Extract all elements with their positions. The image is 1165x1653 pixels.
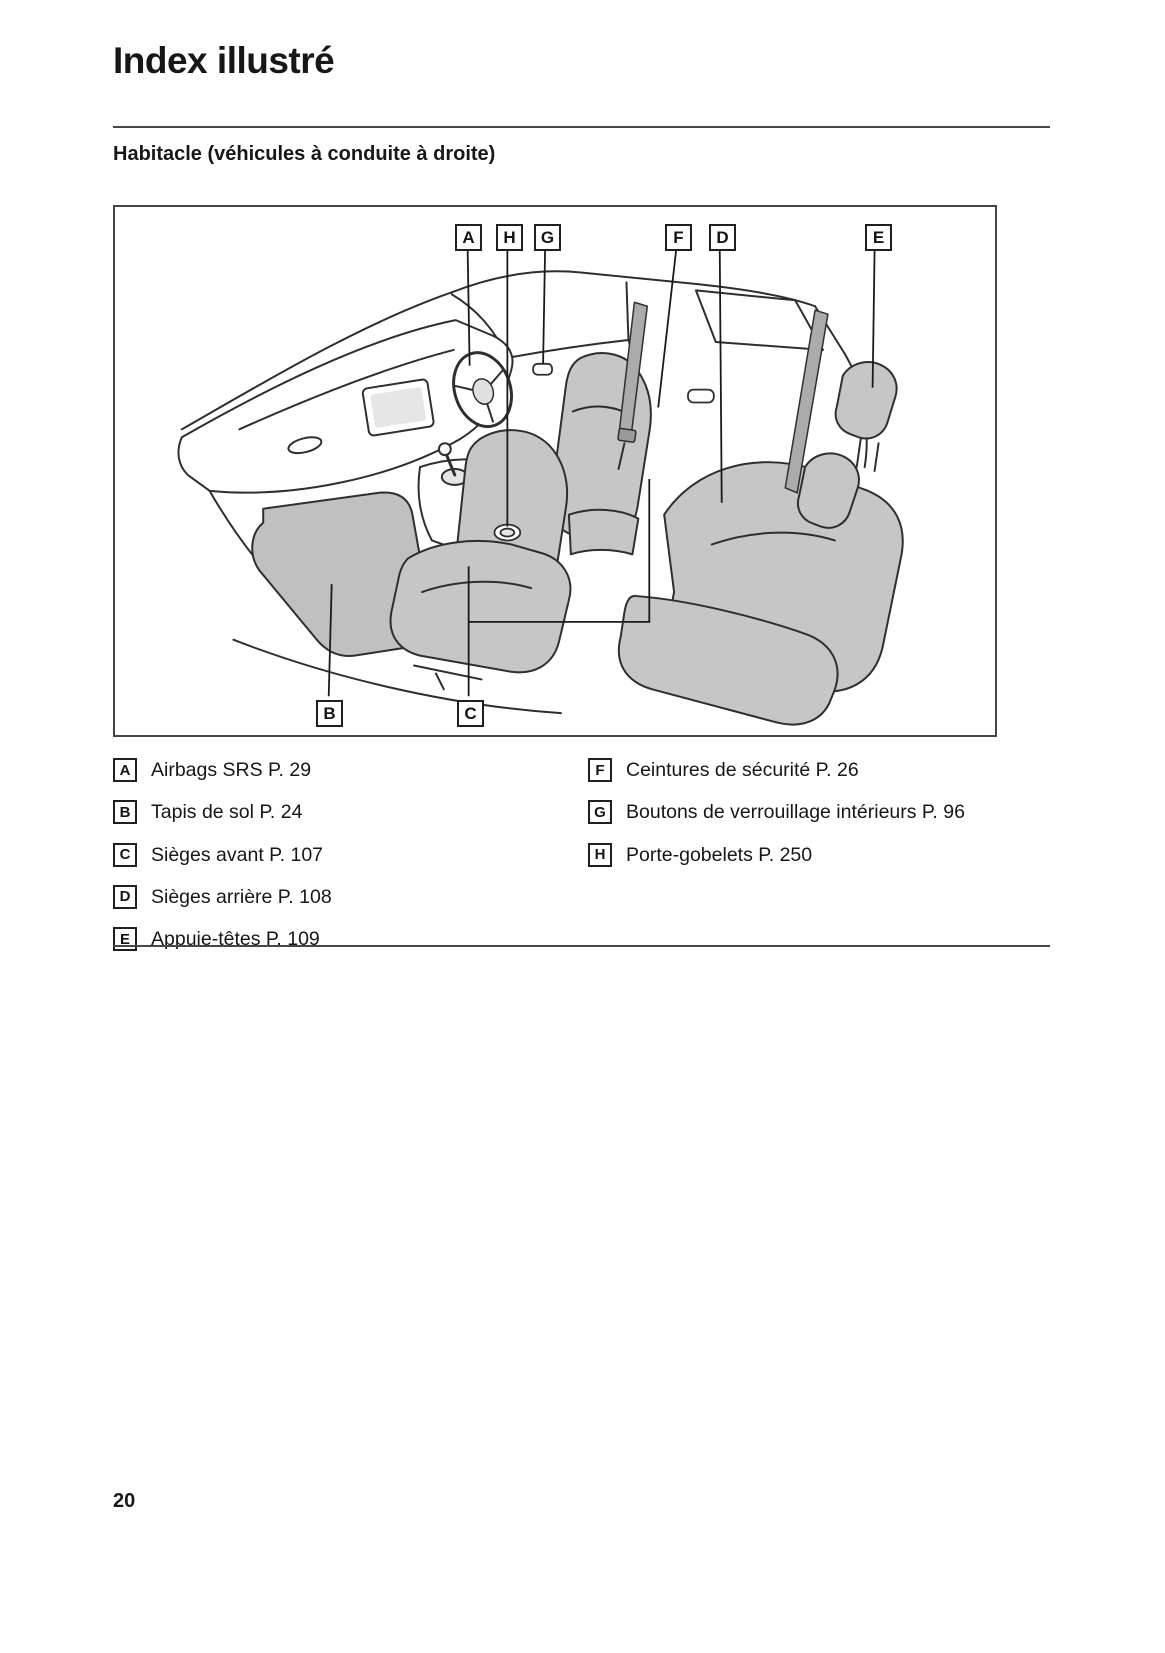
legend-item-headrests: E Appuie-têtes P. 109	[113, 926, 588, 953]
bottom-divider	[113, 945, 1050, 947]
floor-mat	[251, 491, 432, 657]
callout-cupholders: H	[496, 224, 523, 251]
car-interior-illustration	[177, 250, 904, 726]
legend-key: F	[588, 758, 612, 782]
legend-item-cupholders: H Porte-gobelets P. 250	[588, 842, 1050, 869]
legend-label: Sièges arrière P. 108	[151, 885, 332, 908]
steering-wheel	[452, 351, 513, 428]
legend-key: G	[588, 800, 612, 825]
rear-bench-cushion	[617, 594, 839, 726]
legend-label: Appuie-têtes P. 109	[151, 928, 320, 951]
legend-label: Boutons de verrouillage intérieurs P. 96	[626, 801, 965, 824]
legend-key: E	[113, 927, 137, 952]
instrument-cluster	[361, 378, 435, 437]
legend-item-floor-mats: B Tapis de sol P. 24	[113, 799, 588, 826]
legend: A Airbags SRS P. 29 B Tapis de sol P. 24…	[113, 757, 1050, 953]
seatbelt-buckle	[617, 427, 637, 443]
door-pull-handle	[687, 388, 715, 404]
legend-label: Porte-gobelets P. 250	[626, 843, 813, 866]
legend-column-left: A Airbags SRS P. 29 B Tapis de sol P. 24…	[113, 757, 588, 953]
section-title: Habitacle (véhicules à conduite à droite…	[113, 143, 496, 165]
callout-door-locks: G	[534, 224, 561, 251]
driver-seat-cushion	[567, 508, 640, 556]
legend-key: D	[113, 884, 137, 909]
legend-item-seatbelts: F Ceintures de sécurité P. 26	[588, 757, 1050, 784]
rear-headrest-upper	[834, 361, 898, 440]
legend-label: Tapis de sol P. 24	[151, 801, 303, 824]
gear-lever	[444, 451, 457, 477]
legend-item-door-locks: G Boutons de verrouillage intérieurs P. …	[588, 799, 1050, 826]
callout-rear-seats: D	[709, 224, 736, 251]
legend-key: A	[113, 758, 137, 782]
callout-front-seats: C	[457, 700, 484, 727]
callout-floor-mats: B	[316, 700, 343, 727]
legend-key: C	[113, 842, 137, 867]
legend-key: B	[113, 800, 137, 825]
page-title: Index illustré	[113, 40, 335, 81]
callout-headrests: E	[865, 224, 892, 251]
car-body-lines	[180, 270, 868, 715]
passenger-seat-cushion	[389, 539, 572, 674]
callout-airbags: A	[455, 224, 482, 251]
legend-label: Ceintures de sécurité P. 26	[626, 759, 859, 781]
callout-seatbelts: F	[665, 224, 692, 251]
legend-item-airbags: A Airbags SRS P. 29	[113, 757, 588, 784]
page-number: 20	[113, 1490, 136, 1512]
air-vent	[287, 436, 323, 455]
cup-holder	[493, 523, 522, 542]
leader-lines	[327, 250, 876, 697]
legend-label: Sièges avant P. 107	[151, 843, 324, 866]
rear-seatbelt	[784, 309, 829, 494]
rear-headrest-lower	[796, 452, 860, 529]
legend-item-front-seats: C Sièges avant P. 107	[113, 842, 588, 869]
legend-column-right: F Ceintures de sécurité P. 26 G Boutons …	[588, 757, 1050, 953]
legend-item-rear-seats: D Sièges arrière P. 108	[113, 884, 588, 911]
top-divider	[113, 126, 1050, 128]
legend-key: H	[588, 842, 612, 867]
interior-figure: A H G F D E B C	[113, 205, 997, 737]
door-lock-button	[532, 362, 553, 376]
legend-label: Airbags SRS P. 29	[151, 759, 312, 781]
